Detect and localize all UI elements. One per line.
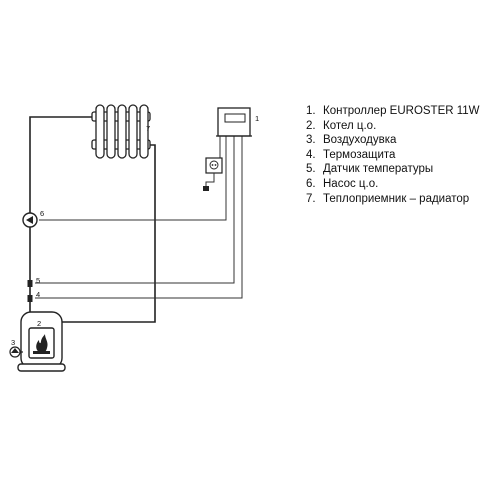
supply-pipe	[29, 116, 92, 312]
pump	[22, 212, 38, 228]
power-plug	[203, 186, 209, 191]
controller-display	[224, 113, 246, 123]
wire-thermal	[35, 136, 243, 299]
callout-blower: 3	[11, 338, 15, 347]
legend-item-blower: 3.Воздуходувка	[306, 134, 397, 147]
callout-pump: 6	[40, 209, 44, 218]
wire-pump	[39, 136, 227, 221]
callout-controller: 1	[255, 114, 259, 123]
callout-radiator: 7	[146, 124, 150, 133]
legend-item-temp-sensor: 5.Датчик температуры	[306, 163, 434, 176]
legend-list: 1.Контроллер EUROSTER 11W 2.Котел ц.о. 3…	[306, 104, 480, 206]
power-socket	[203, 136, 223, 191]
wire-sensor	[35, 136, 235, 284]
return-pipe	[56, 144, 156, 323]
thermal-protection-block	[27, 295, 33, 302]
legend-item-pump: 6.Насос ц.о.	[306, 177, 379, 190]
controller	[216, 107, 252, 137]
callout-temp-sensor: 5	[36, 276, 40, 285]
sensor-blocks	[27, 280, 33, 302]
callout-thermal-protection: 4	[36, 290, 40, 299]
flame-icon	[36, 334, 48, 353]
pipe-network	[29, 116, 156, 323]
control-wires	[35, 136, 243, 299]
callout-boiler: 2	[37, 319, 41, 328]
temp-sensor-block	[27, 280, 33, 287]
legend-item-boiler: 2.Котел ц.о.	[306, 119, 377, 132]
legend-item-thermal-protection: 4.Термозащита	[306, 148, 396, 161]
blower-icon	[9, 346, 23, 358]
legend-item-controller: 1.Контроллер EUROSTER 11W	[306, 105, 480, 117]
boiler	[17, 311, 66, 372]
radiator	[91, 104, 151, 159]
legend-item-radiator: 7.Теплоприемник – радиатор	[306, 192, 470, 205]
